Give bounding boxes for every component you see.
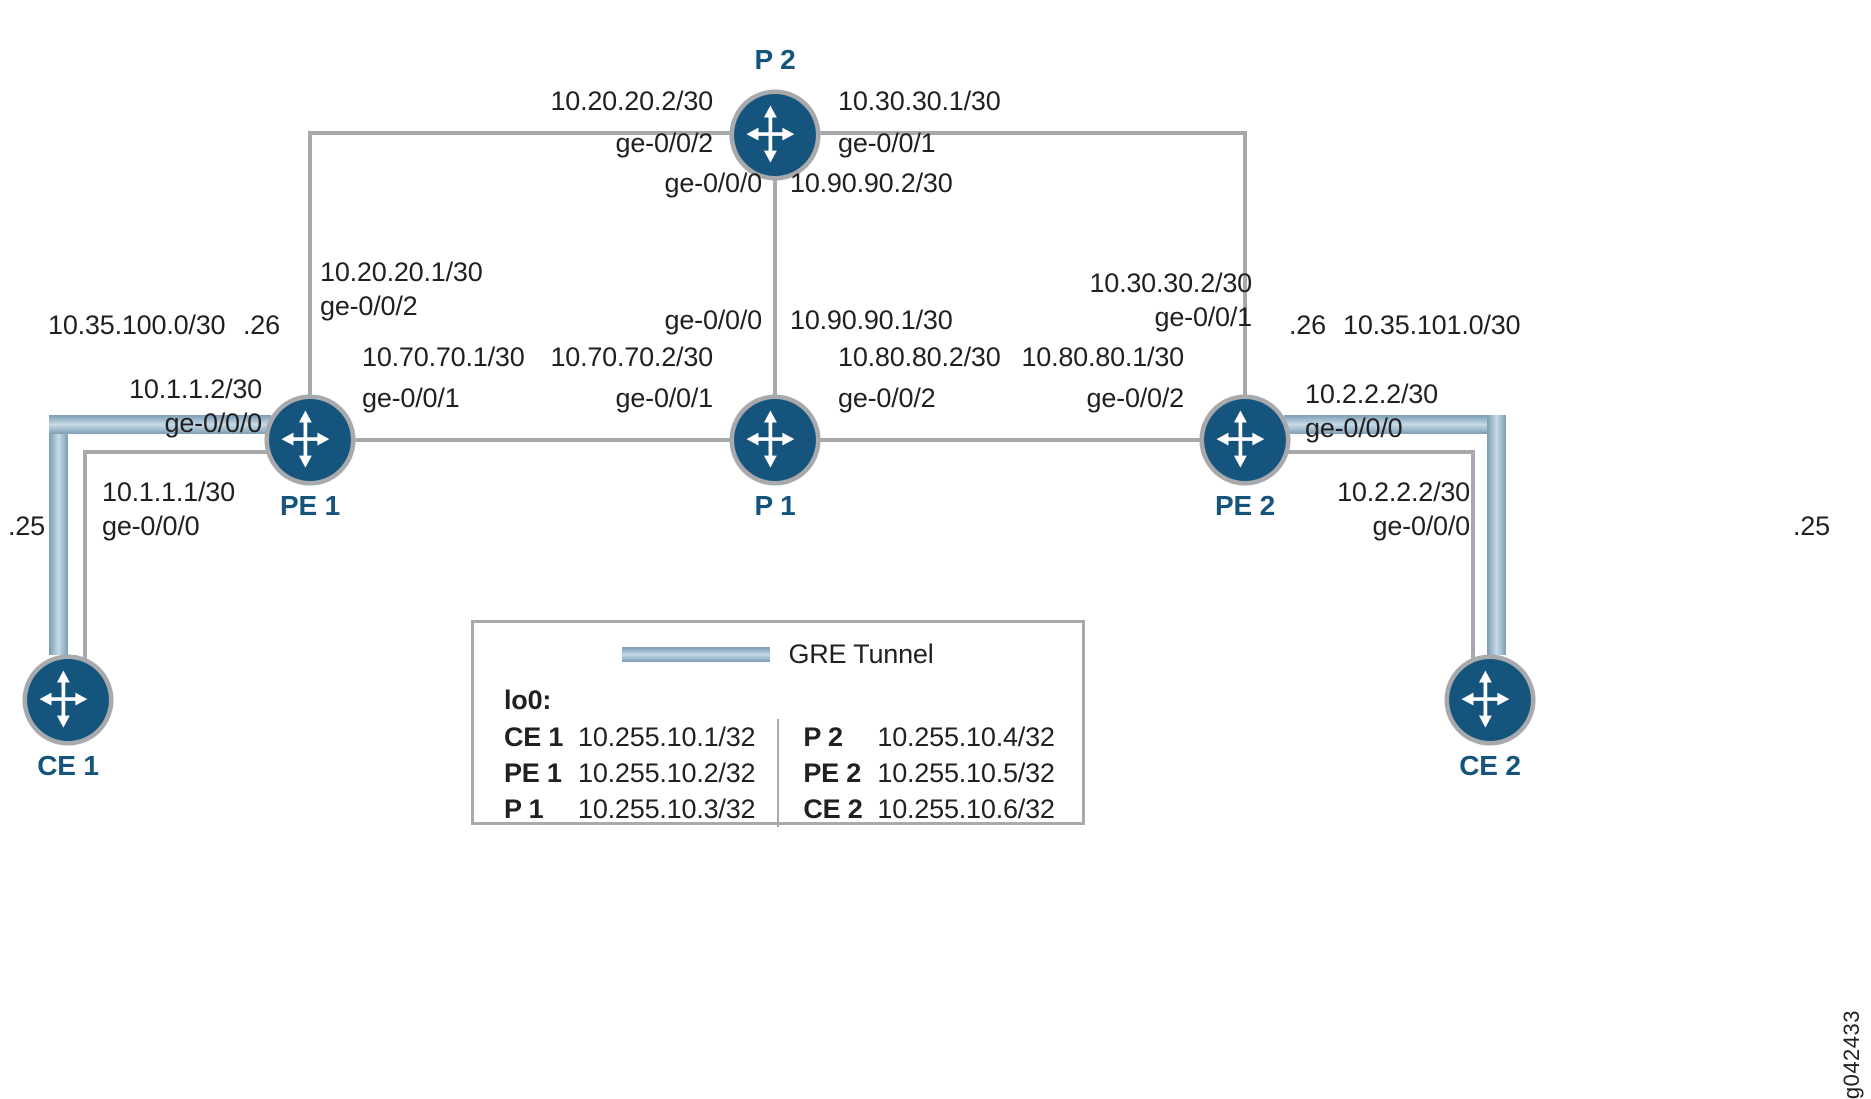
label-p2-ge001-addr: 10.30.30.1/30 <box>838 86 1001 116</box>
gre-seg-left-vertical <box>49 415 68 655</box>
legend-lo0-row: P 2 10.255.10.4/32 <box>803 719 1055 755</box>
label-pe1-gre-subnet: 10.35.100.0/30 <box>48 310 226 340</box>
label-ce2-ge000-addr: 10.2.2.2/30 <box>1337 477 1470 507</box>
figure-id-watermark: g042433 <box>1839 1010 1864 1099</box>
router-arrows-icon <box>746 410 795 468</box>
legend-lo0-node-name: PE 2 <box>803 757 862 788</box>
physical-links <box>83 131 1475 660</box>
gre-seg-right-vertical <box>1487 415 1506 655</box>
router-label-ce1: CE 1 <box>37 750 99 781</box>
legend-lo0-row: CE 1 10.255.10.1/32 <box>504 719 756 755</box>
gre-seg-right-horizontal <box>1284 415 1506 434</box>
legend-lo0-table: CE 1 10.255.10.1/32 PE 1 10.255.10.2/32 … <box>504 719 1055 827</box>
label-p1-ge001-addr: 10.70.70.2/30 <box>550 342 713 372</box>
label-pe1-ge001-if: ge-0/0/1 <box>362 383 460 413</box>
label-p2-ge000-addr: 10.90.90.2/30 <box>790 168 953 198</box>
router-label-pe1: PE 1 <box>280 490 340 521</box>
router-label-p2: P 2 <box>754 44 796 75</box>
label-p2-ge001-if: ge-0/0/1 <box>838 128 936 158</box>
legend-lo0-node-addr: 10.255.10.2/32 <box>578 757 756 788</box>
legend-lo0-node-name: P 2 <box>803 721 843 752</box>
router-ce1[interactable] <box>22 654 114 746</box>
router-arrows-icon <box>39 670 88 728</box>
label-ce1-gre-host: .25 <box>8 511 45 541</box>
legend-lo0-node-name: CE 1 <box>504 721 564 752</box>
router-p2[interactable] <box>729 89 821 181</box>
router-arrows-icon <box>1461 670 1510 728</box>
label-pe1-gre-host: .26 <box>243 310 280 340</box>
gre-seg-left-horizontal <box>49 415 271 434</box>
link-pe1-p2 <box>308 131 733 440</box>
network-diagram-canvas: P 2 PE 1 P 1 PE 2 <box>8 44 1864 1099</box>
label-ce1-ge000-addr: 10.1.1.1/30 <box>102 477 235 507</box>
label-pe1-ge002-addr: 10.20.20.1/30 <box>320 257 483 287</box>
legend-lo0-row: CE 2 10.255.10.6/32 <box>803 791 1055 827</box>
legend-lo0-node-addr: 10.255.10.3/32 <box>578 793 756 824</box>
router-label-p1: P 1 <box>754 490 796 521</box>
legend-lo0-node-addr: 10.255.10.5/32 <box>877 757 1055 788</box>
legend-lo0-node-addr: 10.255.10.4/32 <box>877 721 1055 752</box>
link-pe1-ce1 <box>83 450 268 660</box>
label-pe2-ge000-if: ge-0/0/0 <box>1305 413 1403 443</box>
label-p1-ge000-addr: 10.90.90.1/30 <box>790 305 953 335</box>
label-pe1-ge001-addr: 10.70.70.1/30 <box>362 342 525 372</box>
label-p2-ge002-addr: 10.20.20.2/30 <box>550 86 713 116</box>
label-pe2-ge002-addr: 10.80.80.1/30 <box>1021 342 1184 372</box>
label-p1-ge002-if: ge-0/0/2 <box>838 383 936 413</box>
label-pe1-ge002-if: ge-0/0/2 <box>320 291 418 321</box>
legend-lo0-node-name: CE 2 <box>803 793 863 824</box>
label-pe2-ge002-if: ge-0/0/2 <box>1086 383 1185 413</box>
link-pe2-ce2 <box>1287 450 1475 660</box>
label-pe1-ge000-addr: 10.1.1.2/30 <box>129 374 262 404</box>
router-arrows-icon <box>281 410 330 468</box>
legend-box: GRE Tunnel lo0: CE 1 10.255.10.1/32 PE 1… <box>471 620 1085 827</box>
label-ce2-gre-host: .25 <box>1793 511 1830 541</box>
label-ce1-ge000-if: ge-0/0/0 <box>102 511 200 541</box>
legend-gre-row: GRE Tunnel <box>474 639 1082 670</box>
router-pe1[interactable] <box>264 394 356 486</box>
router-label-pe2: PE 2 <box>1215 490 1275 521</box>
legend-lo0-column-right: P 2 10.255.10.4/32 PE 2 10.255.10.5/32 C… <box>777 719 1055 827</box>
label-pe2-ge000-addr: 10.2.2.2/30 <box>1305 379 1438 409</box>
label-pe2-gre-host: .26 <box>1289 310 1326 340</box>
legend-gre-label: GRE Tunnel <box>788 639 934 669</box>
legend-lo0-column-left: CE 1 10.255.10.1/32 PE 1 10.255.10.2/32 … <box>504 719 777 827</box>
link-layer <box>49 131 1506 660</box>
legend-lo0-node-addr: 10.255.10.1/32 <box>578 721 756 752</box>
gre-tunnel-swatch-icon <box>622 647 771 662</box>
router-ce2[interactable] <box>1444 654 1536 746</box>
label-pe2-ge001-addr: 10.30.30.2/30 <box>1089 268 1252 298</box>
legend-lo0-row: P 1 10.255.10.3/32 <box>504 791 756 827</box>
legend-lo0-row: PE 2 10.255.10.5/32 <box>803 755 1055 791</box>
legend-lo0-node-name: PE 1 <box>504 757 562 788</box>
label-pe2-ge001-if: ge-0/0/1 <box>1154 302 1253 332</box>
router-arrows-icon <box>1216 410 1265 468</box>
router-pe2[interactable] <box>1199 394 1291 486</box>
label-p1-ge002-addr: 10.80.80.2/30 <box>838 342 1001 372</box>
label-pe2-gre-subnet: 10.35.101.0/30 <box>1343 310 1521 340</box>
label-p1-ge000-if: ge-0/0/0 <box>664 305 763 335</box>
legend-lo0-title: lo0: <box>504 685 552 715</box>
router-arrows-icon <box>746 105 795 163</box>
label-p1-ge001-if: ge-0/0/1 <box>615 383 714 413</box>
router-p1[interactable] <box>729 394 821 486</box>
label-pe1-ge000-if: ge-0/0/0 <box>164 408 263 438</box>
label-p2-ge002-if: ge-0/0/2 <box>615 128 714 158</box>
legend-lo0-node-addr: 10.255.10.6/32 <box>877 793 1055 824</box>
label-ce2-ge000-if: ge-0/0/0 <box>1372 511 1471 541</box>
link-p2-pe2 <box>817 131 1247 440</box>
legend-lo0-row: PE 1 10.255.10.2/32 <box>504 755 756 791</box>
router-label-ce2: CE 2 <box>1459 750 1521 781</box>
gre-tunnel-path <box>49 415 1506 655</box>
legend-lo0-node-name: P 1 <box>504 793 544 824</box>
label-p2-ge000-if: ge-0/0/0 <box>664 168 763 198</box>
